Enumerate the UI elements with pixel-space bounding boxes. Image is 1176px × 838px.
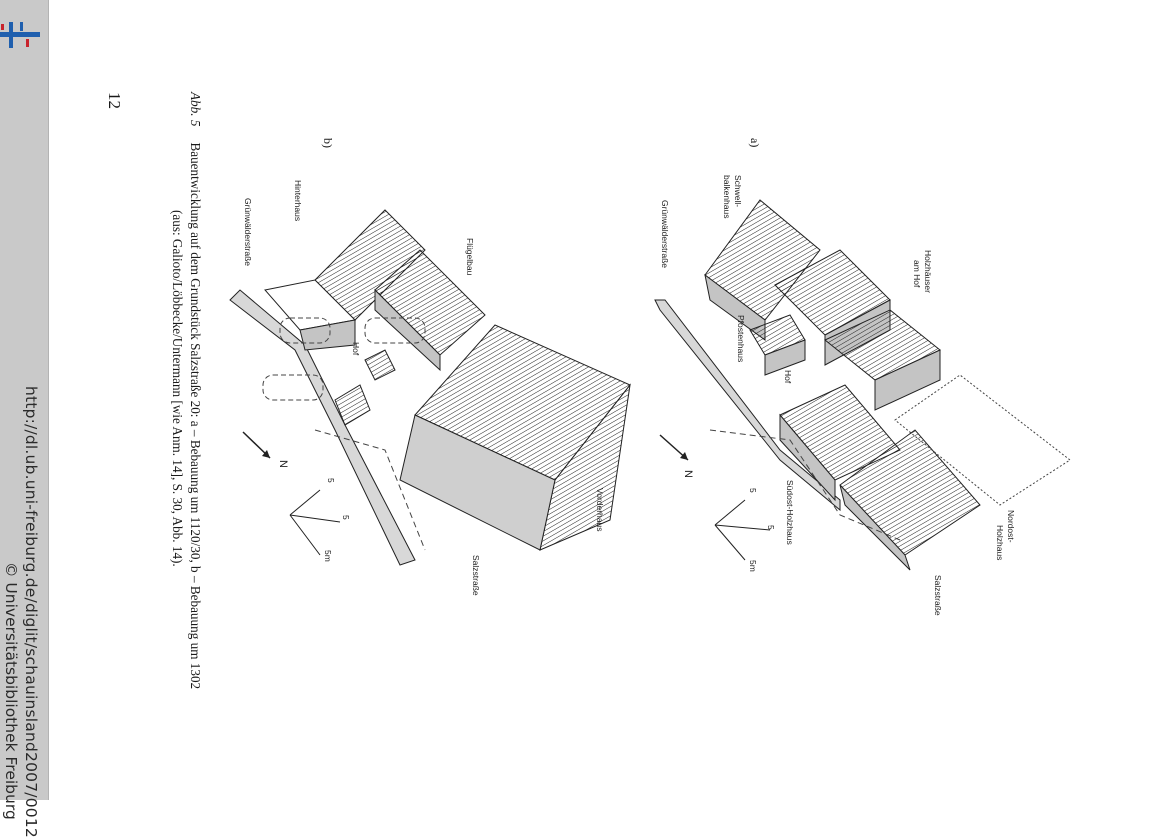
viewer-sidebar — [0, 0, 49, 800]
figure-b-vorder-label: Vorderhaus — [595, 488, 605, 531]
dashed-footprint-b-2 — [364, 317, 426, 344]
small-structure-1 — [364, 349, 396, 381]
nordost-holzhaus-side — [839, 484, 911, 571]
scale-bar-b — [289, 489, 321, 516]
figure-caption-line-2: (aus: Galioto/Löbbecke/Untermann [wie An… — [170, 210, 185, 567]
page-right-edge — [1168, 0, 1176, 800]
figure-a-suedost-label: Südost-Holzhaus — [785, 480, 795, 545]
figure-b-scale-5m: 5m — [323, 550, 333, 562]
figure-a-scale-5b: 5 — [766, 525, 776, 530]
figure-caption-label: Abb. 5 — [188, 92, 203, 127]
figure-b-salz-label: Salzstraße — [471, 555, 481, 596]
figure-b-scale-5b: 5 — [341, 515, 351, 520]
figure-b-north-label: N — [277, 460, 289, 468]
figure-a-scale-5a: 5 — [748, 488, 758, 493]
holzhaus-hof-2-side — [874, 349, 941, 411]
figure-a-north-label: N — [682, 470, 694, 478]
copyright-note: © Universitätsbibliothek Freiburg — [2, 562, 20, 820]
dashed-footprint-b-1 — [279, 317, 331, 344]
dotted-outline — [894, 374, 1071, 506]
figure-a-drawing: Grünwälderstraße Schwell- balkenhaus Hol… — [654, 175, 1071, 616]
scale-bar-a — [714, 499, 746, 526]
figure-caption-line-1: Abb. 5 Bauentwicklung auf dem Grundstück … — [187, 92, 203, 689]
small-structure-2 — [334, 384, 371, 426]
figure-b-scale-5a: 5 — [326, 478, 336, 483]
figure-a-hof-label: Hof — [783, 370, 793, 384]
figure-a-holz-label-2: am Hof — [912, 260, 922, 288]
figure-a-nordost-label-2: Holzhaus — [995, 525, 1005, 560]
figure-b-hof-label: Hof — [351, 342, 361, 356]
figure-a-nordost-label-1: Nordost- — [1006, 510, 1016, 543]
figure-a-schwell-label-1: Schwell- — [733, 175, 743, 207]
dashed-footprint-b-4 — [314, 429, 426, 551]
page-number: 12 — [105, 92, 124, 109]
figure-a-gruenwalder-label: Grünwälderstraße — [660, 200, 670, 268]
street-edge-b — [229, 289, 416, 566]
figure-caption-text: Bauentwicklung auf dem Grundstück Salzst… — [188, 142, 203, 690]
figure-b-hinter-label: Hinterhaus — [293, 180, 303, 221]
street-edge-a — [654, 299, 841, 512]
source-url[interactable]: http://dl.ub.uni-freiburg.de/diglit/scha… — [22, 386, 40, 838]
figure-a-holz-label-1: Holzhäuser — [923, 250, 933, 293]
figure-a-schwell-label-2: balkenhaus — [722, 175, 732, 218]
vorderhaus-wall — [399, 414, 556, 551]
dashed-footprint-b-3 — [262, 374, 324, 401]
library-logo-icon — [0, 22, 40, 48]
suedost-holzhaus-side — [779, 413, 836, 502]
figure-a-pfosten-label: Pfostenhaus — [736, 315, 746, 362]
panel-label-a: a) — [748, 138, 762, 148]
pfostenhaus-side — [764, 339, 806, 376]
panel-label-b: b) — [321, 138, 335, 148]
fluegelbau-side — [374, 288, 441, 372]
dashed-footprint-a — [709, 429, 901, 541]
figure-b-fluegel-label: Flügelbau — [465, 238, 475, 276]
figure-b-gruenwalder-label: Grünwälderstraße — [243, 198, 253, 266]
figure-a-scale-5m: 5m — [748, 560, 758, 572]
figure-b-drawing: Grünwälderstraße Hinterhaus Flügelbau Ho… — [229, 180, 631, 596]
figure-a-salz-label: Salzstraße — [933, 575, 943, 616]
